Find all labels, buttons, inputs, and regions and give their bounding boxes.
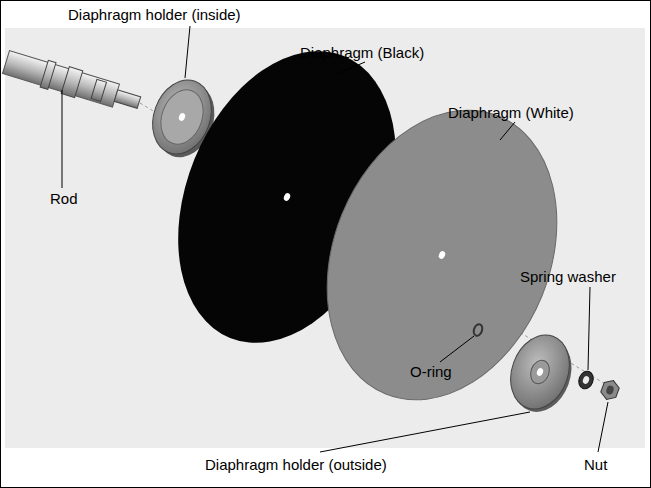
o-ring xyxy=(472,323,484,337)
part-label: O-ring xyxy=(410,363,452,381)
leader-lines xyxy=(62,26,608,452)
part-label: Diaphragm (White) xyxy=(448,104,574,122)
part-label: Nut xyxy=(584,456,607,474)
part-label: Rod xyxy=(50,190,78,208)
rod xyxy=(2,49,143,116)
part-label: Diaphragm holder (outside) xyxy=(205,456,387,474)
diaphragm-holder-outside xyxy=(500,327,582,420)
diaphragm-white xyxy=(286,75,599,434)
part-label: Diaphragm holder (inside) xyxy=(68,6,241,24)
spring-washer xyxy=(576,369,595,391)
nut xyxy=(599,378,621,402)
part-label: Spring washer xyxy=(520,268,616,286)
part-label: Diaphragm (Black) xyxy=(300,44,424,62)
